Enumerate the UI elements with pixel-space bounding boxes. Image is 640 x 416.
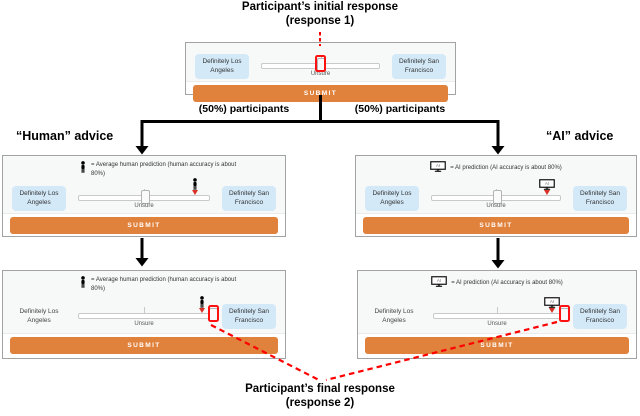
ai-advice-panel: AI = AI prediction (AI accuracy is about… [355,155,637,237]
slider-section: Definitely Los Angeles Unsure Definitely… [186,43,455,82]
unsure-label: Unsure [134,203,154,209]
ai-monitor-icon: AI [544,297,560,308]
submit-button[interactable]: SUBMIT [363,217,629,234]
definitely-los-angeles-button[interactable]: Definitely Los Angeles [12,186,66,211]
svg-text:AI: AI [550,299,554,304]
ai-prediction-marker: AI [544,297,560,313]
marker-pointer-icon [192,190,199,195]
confidence-slider[interactable]: AI Unsure [433,297,570,331]
definitely-los-angeles-button[interactable]: Definitely Los Angeles [195,54,249,79]
slider-thumb[interactable] [140,190,150,204]
confidence-slider[interactable]: Unsure [78,178,210,213]
ai-monitor-icon: AI [430,161,447,172]
final-response-title-line1: Participant’s final response [245,383,395,395]
human-advice-header: “Human” advice [16,129,114,143]
unsure-label: Unsure [486,203,506,209]
slider-thumb[interactable] [492,190,502,204]
final-response-title-line2: (response 2) [285,396,355,409]
slider-center-tick [144,307,145,313]
slider-center-tick [497,307,498,313]
unsure-label: Unsure [310,71,331,77]
marker-pointer-icon [543,190,550,195]
ai-monitor-icon: AI [538,179,555,190]
arrowhead-down-icon [135,146,149,155]
submit-button[interactable]: SUBMIT [365,337,629,354]
person-icon [81,161,85,173]
marker-pointer-icon [549,308,556,313]
ai-legend-text: = AI prediction (AI accuracy is about 80… [451,280,563,286]
arrowhead-down-icon [491,146,505,155]
final-response-highlight [558,305,570,322]
human-legend-text: = Average human prediction (human accura… [91,162,237,177]
marker-pointer-icon [199,308,206,313]
svg-text:AI: AI [436,163,440,168]
person-icon [81,276,85,288]
human-legend-text: = Average human prediction (human accura… [91,277,237,292]
ai-monitor-icon: AI [431,276,448,287]
submit-button[interactable]: SUBMIT [193,85,448,102]
initial-response-title-line2: (response 1) [285,14,355,27]
initial-response-highlight [315,55,326,72]
slider-section: AI = AI prediction (AI accuracy is about… [356,156,636,214]
ai-legend-text: = AI prediction (AI accuracy is about 80… [450,165,562,171]
human-prediction-marker [198,296,206,313]
slider-section: = Average human prediction (human accura… [3,156,285,214]
definitely-los-angeles-label: Definitely Los Angeles [19,308,59,325]
slider-section: AI = AI prediction (AI accuracy is about… [358,271,636,334]
definitely-san-francisco-button[interactable]: Definitely San Francisco [573,186,627,211]
slider-track[interactable] [433,313,561,319]
unsure-label: Unsure [487,321,507,327]
confidence-slider[interactable]: Unsure [78,296,219,331]
confidence-slider[interactable]: Unsure [261,51,380,81]
arrowhead-down-icon [135,258,149,267]
ai-prediction-marker: AI [538,179,555,195]
definitely-san-francisco-button[interactable]: Definitely San Francisco [222,186,276,211]
human-final-response-panel: = Average human prediction (human accura… [2,270,286,359]
submit-button[interactable]: SUBMIT [10,337,278,354]
definitely-san-francisco-button[interactable]: Definitely San Francisco [392,54,446,79]
definitely-los-angeles-label: Definitely Los Angeles [374,308,414,325]
svg-text:AI: AI [545,181,549,186]
definitely-san-francisco-button[interactable]: Definitely San Francisco [222,304,276,329]
slider-section: = Average human prediction (human accura… [3,271,285,334]
definitely-san-francisco-button[interactable]: Definitely San Francisco [573,304,627,329]
ai-advice-header: “AI” advice [546,129,614,143]
definitely-los-angeles-button[interactable]: Definitely Los Angeles [365,186,419,211]
final-response-title: Participant’s final response (response 2… [200,383,440,410]
unsure-label: Unsure [134,321,154,327]
person-icon [200,296,204,308]
slider-track[interactable] [78,313,210,319]
human-advice-panel: = Average human prediction (human accura… [2,155,286,237]
initial-response-panel: Definitely Los Angeles Unsure Definitely… [185,42,456,102]
initial-response-title: Participant’s initial response (response… [185,1,455,28]
person-icon [193,178,198,190]
final-response-highlight [207,305,219,322]
arrowhead-down-icon [491,260,505,269]
svg-text:AI: AI [437,278,441,283]
initial-response-title-line1: Participant’s initial response [241,1,399,13]
human-prediction-marker [191,178,199,195]
ai-final-response-panel: AI = AI prediction (AI accuracy is about… [357,270,637,359]
confidence-slider[interactable]: AI Unsure [431,179,561,213]
submit-button[interactable]: SUBMIT [10,217,278,234]
